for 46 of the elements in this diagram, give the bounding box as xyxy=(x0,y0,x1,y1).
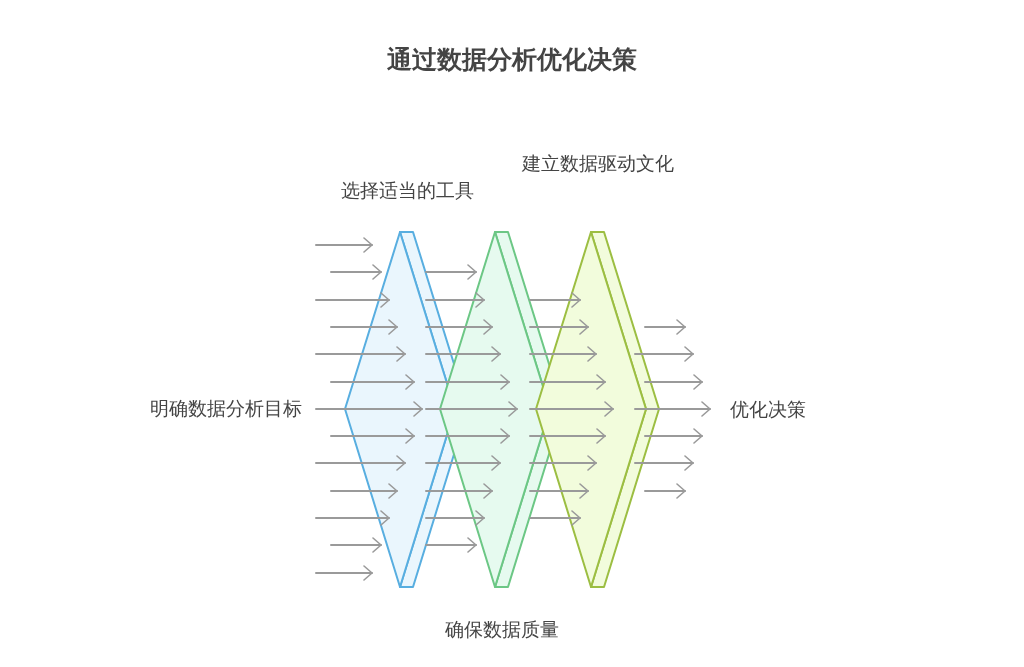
arrow xyxy=(529,455,597,471)
arrow xyxy=(644,374,703,390)
arrow xyxy=(330,264,382,280)
side-label: 明确数据分析目标 xyxy=(149,396,302,420)
arrow xyxy=(529,401,614,417)
arrow xyxy=(315,401,423,417)
arrow xyxy=(529,292,581,308)
arrow xyxy=(330,374,415,390)
arrow xyxy=(425,483,493,499)
arrow xyxy=(315,565,373,581)
arrow xyxy=(529,428,606,444)
arrow xyxy=(644,483,686,499)
arrow xyxy=(315,237,373,253)
arrow xyxy=(425,510,485,526)
arrow xyxy=(315,346,406,362)
arrow xyxy=(330,319,398,335)
arrow xyxy=(425,292,485,308)
arrow xyxy=(634,401,711,417)
pane-heading: 建立数据驱动文化 xyxy=(521,151,675,175)
arrow xyxy=(330,537,382,553)
side-label: 优化决策 xyxy=(730,397,807,421)
title: 通过数据分析优化决策 xyxy=(386,44,638,76)
pane-heading: 确保数据质量 xyxy=(444,617,560,641)
arrow xyxy=(529,374,606,390)
arrow xyxy=(425,374,510,390)
arrow xyxy=(529,319,589,335)
arrow xyxy=(529,346,597,362)
arrow xyxy=(644,319,686,335)
arrow xyxy=(634,455,694,471)
pane-heading: 选择适当的工具 xyxy=(339,178,475,202)
arrow xyxy=(529,510,581,526)
arrow xyxy=(315,455,406,471)
arrow xyxy=(330,428,415,444)
arrow xyxy=(425,401,518,417)
arrow xyxy=(425,428,510,444)
arrow xyxy=(330,483,398,499)
arrow xyxy=(425,319,493,335)
arrow xyxy=(644,428,703,444)
arrow xyxy=(315,292,390,308)
arrow xyxy=(425,537,477,553)
arrow xyxy=(529,483,589,499)
arrow xyxy=(315,510,390,526)
arrow xyxy=(425,455,501,471)
arrow xyxy=(634,346,694,362)
arrow xyxy=(425,346,501,362)
arrow xyxy=(425,264,477,280)
